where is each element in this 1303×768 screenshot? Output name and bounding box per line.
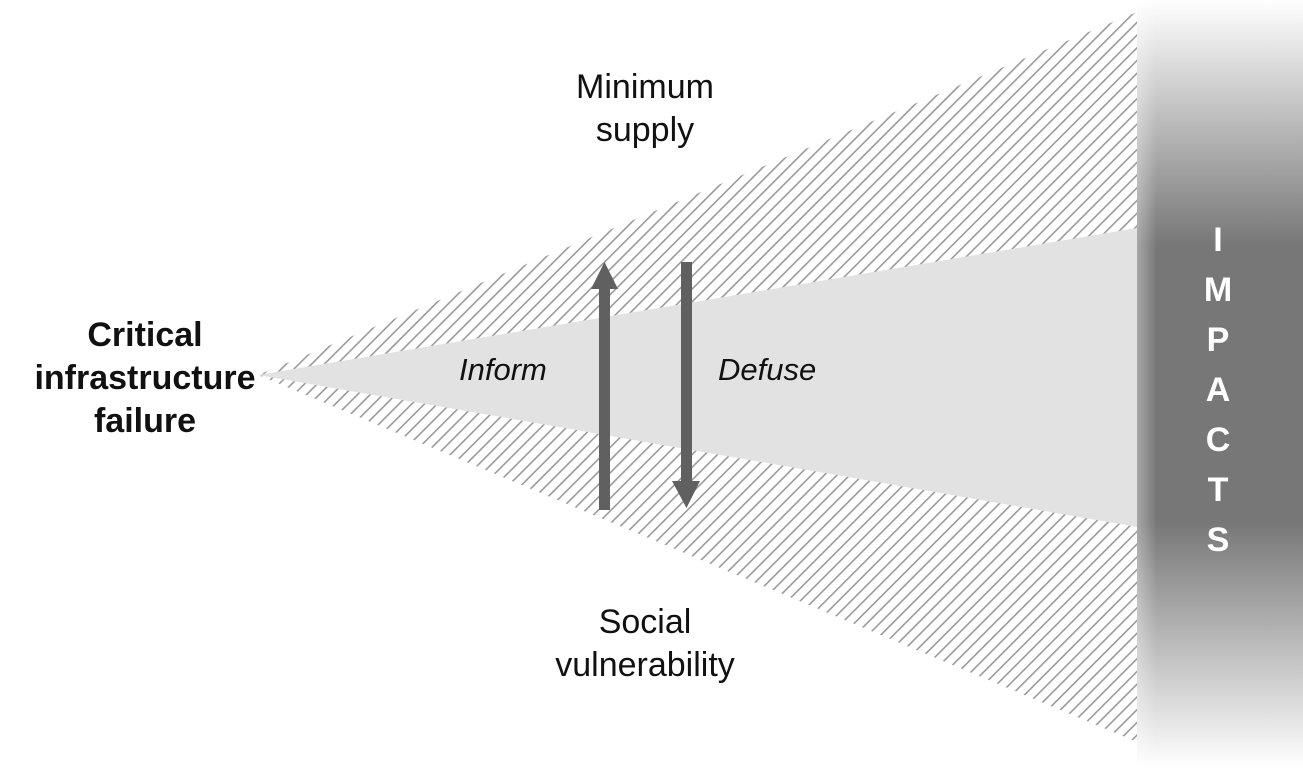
inform-label: Inform xyxy=(459,352,547,387)
social-vulnerability-label: Social vulnerability xyxy=(520,601,770,687)
impacts-letter: A xyxy=(1205,371,1231,409)
impacts-letter: I xyxy=(1213,221,1223,259)
impacts-bar-sheen xyxy=(1137,0,1303,768)
defuse-label: Defuse xyxy=(718,352,817,387)
impacts-letter: M xyxy=(1203,271,1233,309)
minimum-supply-label: Minimum supply xyxy=(545,66,745,152)
top-label-line: supply xyxy=(595,111,695,150)
impacts-letter: C xyxy=(1205,421,1231,459)
inner-cone-band xyxy=(258,228,1137,527)
bottom-label-line: Social xyxy=(598,603,692,641)
inform-arrow xyxy=(591,262,618,510)
bottom-label-line: vulnerability xyxy=(555,646,735,685)
impacts-letter: P xyxy=(1206,321,1230,359)
source-label-line: Critical xyxy=(87,316,203,354)
source-label-line: failure xyxy=(93,402,197,441)
impacts-letter: S xyxy=(1206,521,1230,559)
critical-infrastructure-failure-label: Critical infrastructure failure xyxy=(0,314,290,444)
defuse-arrow xyxy=(672,262,700,508)
source-label-line: infrastructure xyxy=(34,359,256,398)
top-label-line: Minimum xyxy=(576,68,714,106)
impacts-letter: T xyxy=(1207,471,1229,509)
impacts-label: I M P A C T S xyxy=(1188,215,1248,565)
